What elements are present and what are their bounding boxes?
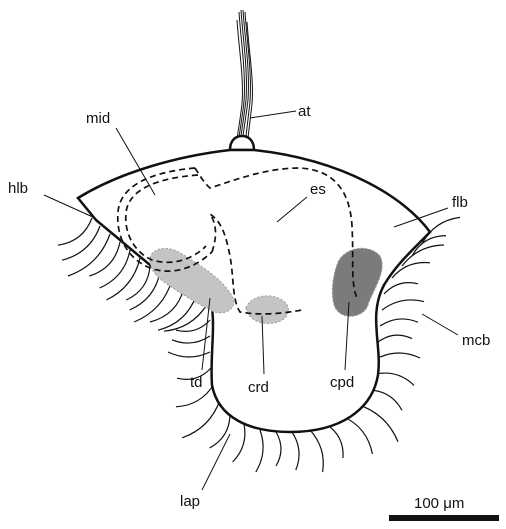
cilium bbox=[176, 320, 210, 331]
cilium bbox=[356, 404, 398, 442]
cilium bbox=[233, 424, 245, 462]
cilium bbox=[310, 430, 323, 472]
cilium bbox=[384, 283, 418, 294]
cilium bbox=[89, 242, 120, 276]
label-hlb: hlb bbox=[8, 180, 28, 197]
cilium bbox=[58, 218, 92, 245]
cilium bbox=[256, 430, 263, 472]
scale-bar-label: 100 μm bbox=[414, 495, 464, 512]
label-lap: lap bbox=[180, 493, 200, 510]
cilium bbox=[126, 266, 150, 300]
cilium bbox=[134, 280, 172, 322]
cilium bbox=[378, 353, 420, 358]
at-leader bbox=[250, 111, 296, 118]
cilium bbox=[158, 296, 196, 330]
label-mid: mid bbox=[86, 110, 110, 127]
label-td: td bbox=[190, 374, 203, 391]
label-mcb: mcb bbox=[462, 332, 490, 349]
cilium bbox=[106, 258, 140, 300]
td-leader bbox=[202, 298, 210, 370]
label-at: at bbox=[298, 103, 311, 120]
cilium bbox=[172, 336, 210, 343]
cilium bbox=[276, 432, 281, 466]
cilium bbox=[342, 416, 372, 454]
label-flb: flb bbox=[452, 194, 468, 211]
cilium bbox=[378, 335, 412, 342]
label-es: es bbox=[310, 181, 326, 198]
apical-tuft bbox=[236, 10, 252, 148]
cilium bbox=[380, 319, 418, 326]
cilium bbox=[376, 373, 414, 385]
cilium bbox=[130, 272, 160, 310]
cilium bbox=[382, 300, 424, 310]
cilium bbox=[182, 400, 220, 438]
mcb-leader bbox=[422, 314, 458, 335]
cilium bbox=[292, 432, 299, 470]
cilium bbox=[326, 424, 343, 458]
scale-bar bbox=[389, 515, 499, 521]
lap-leader bbox=[202, 434, 230, 490]
cilium bbox=[210, 414, 230, 448]
apical-tuft-base bbox=[230, 136, 254, 150]
label-crd: crd bbox=[248, 379, 269, 396]
label-cpd: cpd bbox=[330, 374, 354, 391]
